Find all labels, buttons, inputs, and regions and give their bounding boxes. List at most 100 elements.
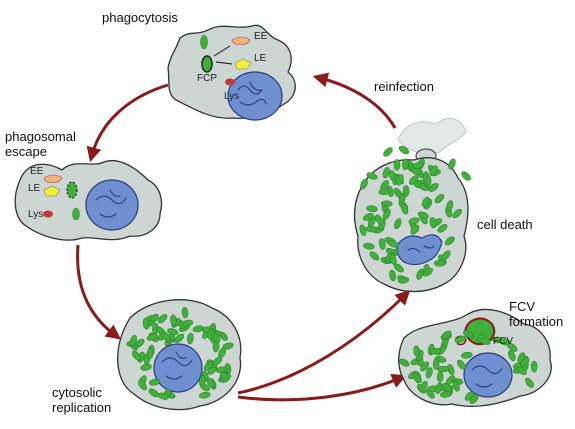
lysosome-shape <box>43 210 53 218</box>
bacterium <box>157 392 169 400</box>
bacterium <box>161 331 171 341</box>
bacterium <box>397 276 410 284</box>
bacterium <box>167 328 179 336</box>
bacterium <box>181 306 189 319</box>
bacteria-cluster <box>359 145 471 284</box>
bacterium <box>420 361 430 372</box>
stage-label-escape: escape <box>5 144 47 159</box>
bacterium <box>211 332 221 343</box>
bacterium <box>525 377 534 388</box>
bacterium <box>138 380 147 391</box>
released-bacterium <box>360 178 368 190</box>
bacterium <box>429 216 437 229</box>
released-bacterium <box>383 147 393 157</box>
bacterium <box>421 196 430 208</box>
bacterium <box>433 260 446 267</box>
bacteria-cluster <box>126 306 234 400</box>
label-le-left: LE <box>28 183 41 194</box>
bacterium <box>365 225 378 233</box>
bacterium <box>437 365 449 373</box>
bacterium <box>437 223 448 233</box>
phagocytosis-cell <box>167 24 296 121</box>
bacterium <box>396 174 404 186</box>
bacterium <box>457 359 466 370</box>
bacterium <box>219 372 232 380</box>
label-ee-top: EE <box>254 31 268 42</box>
bacterium <box>507 343 518 352</box>
arrow-cell-death-to-reinfection <box>312 72 397 129</box>
bacterium <box>428 183 439 192</box>
stage-label-replication: replication <box>52 400 112 415</box>
bacterium <box>402 158 409 171</box>
fragmented-nucleus <box>396 234 443 266</box>
bacterium <box>441 250 451 261</box>
bacterium <box>399 358 410 367</box>
bacterium <box>389 269 396 282</box>
bacterium <box>516 366 527 376</box>
bacterium <box>444 236 455 246</box>
bacterium <box>419 380 428 392</box>
nucleus <box>227 71 283 121</box>
label-le-top: LE <box>254 53 267 64</box>
bacterium <box>132 350 141 361</box>
released-bacterium <box>448 158 456 170</box>
replication-cell <box>117 299 242 411</box>
bacterium <box>174 333 185 343</box>
bacterium <box>369 251 380 261</box>
fcv-formation-cell <box>398 308 552 408</box>
bacterium <box>469 394 479 404</box>
bacterium <box>389 170 397 182</box>
label-fcp: FCP <box>197 73 217 84</box>
stage-label-formation: formation <box>509 314 564 329</box>
released-bacterium <box>398 145 410 155</box>
fcp-bacterium <box>201 55 213 73</box>
bacterium <box>463 330 474 339</box>
bacterium <box>382 208 391 220</box>
bacterium <box>416 268 424 280</box>
label-fcv: FCV <box>493 336 513 347</box>
bacterium <box>222 342 234 350</box>
bacterium <box>212 356 223 366</box>
stage-label-phagosomal: phagosomal <box>5 129 76 144</box>
bacteria-cluster <box>399 330 538 404</box>
late-endosome-shape <box>43 185 61 197</box>
bacterium <box>440 391 452 398</box>
bacterium <box>157 314 168 324</box>
cell-death-cell <box>353 118 471 293</box>
bacterium <box>389 253 397 265</box>
bacterium <box>378 188 390 196</box>
nucleus <box>85 179 139 231</box>
early-endosome-shape <box>231 36 251 45</box>
bacterium <box>362 212 374 221</box>
arrow-replication-to-cell-death <box>237 289 411 395</box>
stage-label-reinfection: reinfection <box>374 79 434 94</box>
bacterium <box>408 217 420 225</box>
stage-label-fcv: FCV <box>509 299 535 314</box>
stage-label-cytosolic: cytosolic <box>52 385 102 400</box>
bacterium <box>393 159 401 171</box>
early-endosome-shape <box>43 174 63 183</box>
bacterium <box>199 391 211 399</box>
bacterium <box>429 347 442 355</box>
bacterium <box>508 350 516 362</box>
bacterium <box>530 360 538 373</box>
bacterium <box>452 380 460 392</box>
bacterium <box>432 358 440 370</box>
bacterium <box>452 208 462 219</box>
bacterium <box>520 357 530 368</box>
bacterium <box>129 335 138 347</box>
bacterium <box>441 330 452 340</box>
arrow-replication-to-fcv <box>237 374 407 402</box>
bacterium <box>206 377 215 389</box>
bacterium <box>146 333 158 341</box>
escaping-bacterium <box>66 181 78 199</box>
bacterium <box>436 371 444 383</box>
bacterium <box>417 211 429 220</box>
bacterium <box>410 224 420 235</box>
bacterium <box>393 218 402 230</box>
label-lys-left: Lys <box>28 209 44 220</box>
arrow-phagocytosis-to-escape <box>86 83 169 163</box>
bacterium <box>181 319 194 327</box>
bacterium <box>412 161 424 169</box>
